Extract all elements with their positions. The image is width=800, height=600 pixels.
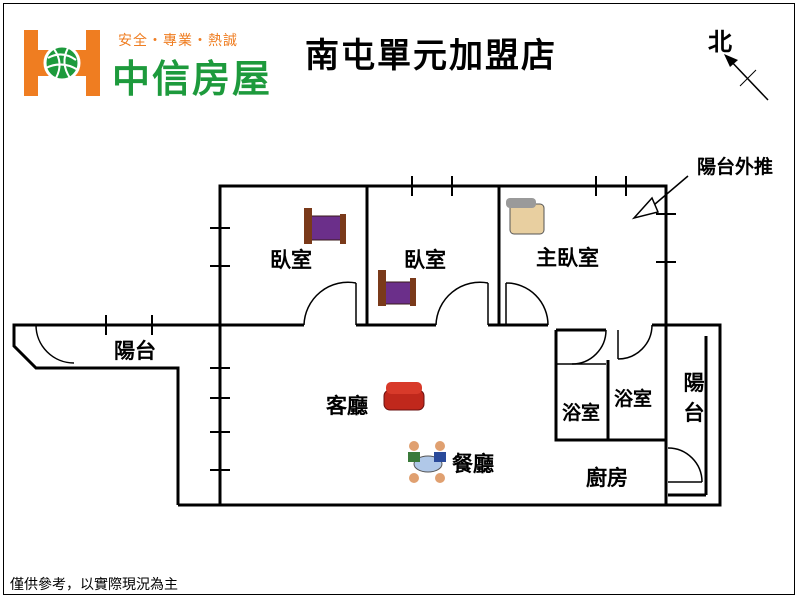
north-label: 北 <box>708 28 732 56</box>
room-label-dining-room: 餐廳 <box>452 452 494 476</box>
room-label-living-room: 客廳 <box>326 394 368 418</box>
master-bed-icon <box>506 198 545 235</box>
room-label-bathroom2: 浴室 <box>614 388 653 410</box>
door-swings <box>35 281 703 483</box>
room-label-bathroom1: 浴室 <box>562 402 601 424</box>
dining-table-icon <box>408 441 446 483</box>
store-name: 南屯單元加盟店 <box>305 36 557 76</box>
brand-slogan: 安全・專業・熱誠 <box>118 33 238 49</box>
room-label-balcony-right: 陽台 <box>683 371 705 425</box>
window-marks <box>105 176 676 471</box>
bed-icon <box>378 270 416 306</box>
image-border <box>3 3 795 595</box>
room-label-kitchen: 廚房 <box>586 466 628 490</box>
room-label-bedroom1: 臥室 <box>270 248 312 272</box>
sofa-icon <box>383 382 425 411</box>
room-label-balcony-left: 陽台 <box>114 339 156 363</box>
room-label-master-bedroom: 主臥室 <box>536 246 599 270</box>
bed-icon <box>304 208 346 244</box>
brand-name: 中信房屋 <box>112 57 273 101</box>
disclaimer-note: 僅供參考，以實際現況為主 <box>10 577 178 593</box>
balcony-push-label: 陽台外推 <box>697 156 774 178</box>
logo-mark-icon <box>24 30 100 96</box>
walls <box>12 184 722 507</box>
north-arrow-icon <box>724 54 769 101</box>
room-label-bedroom2: 臥室 <box>404 248 446 272</box>
balcony-push-arrow-icon <box>631 175 689 220</box>
company-logo <box>24 30 100 96</box>
